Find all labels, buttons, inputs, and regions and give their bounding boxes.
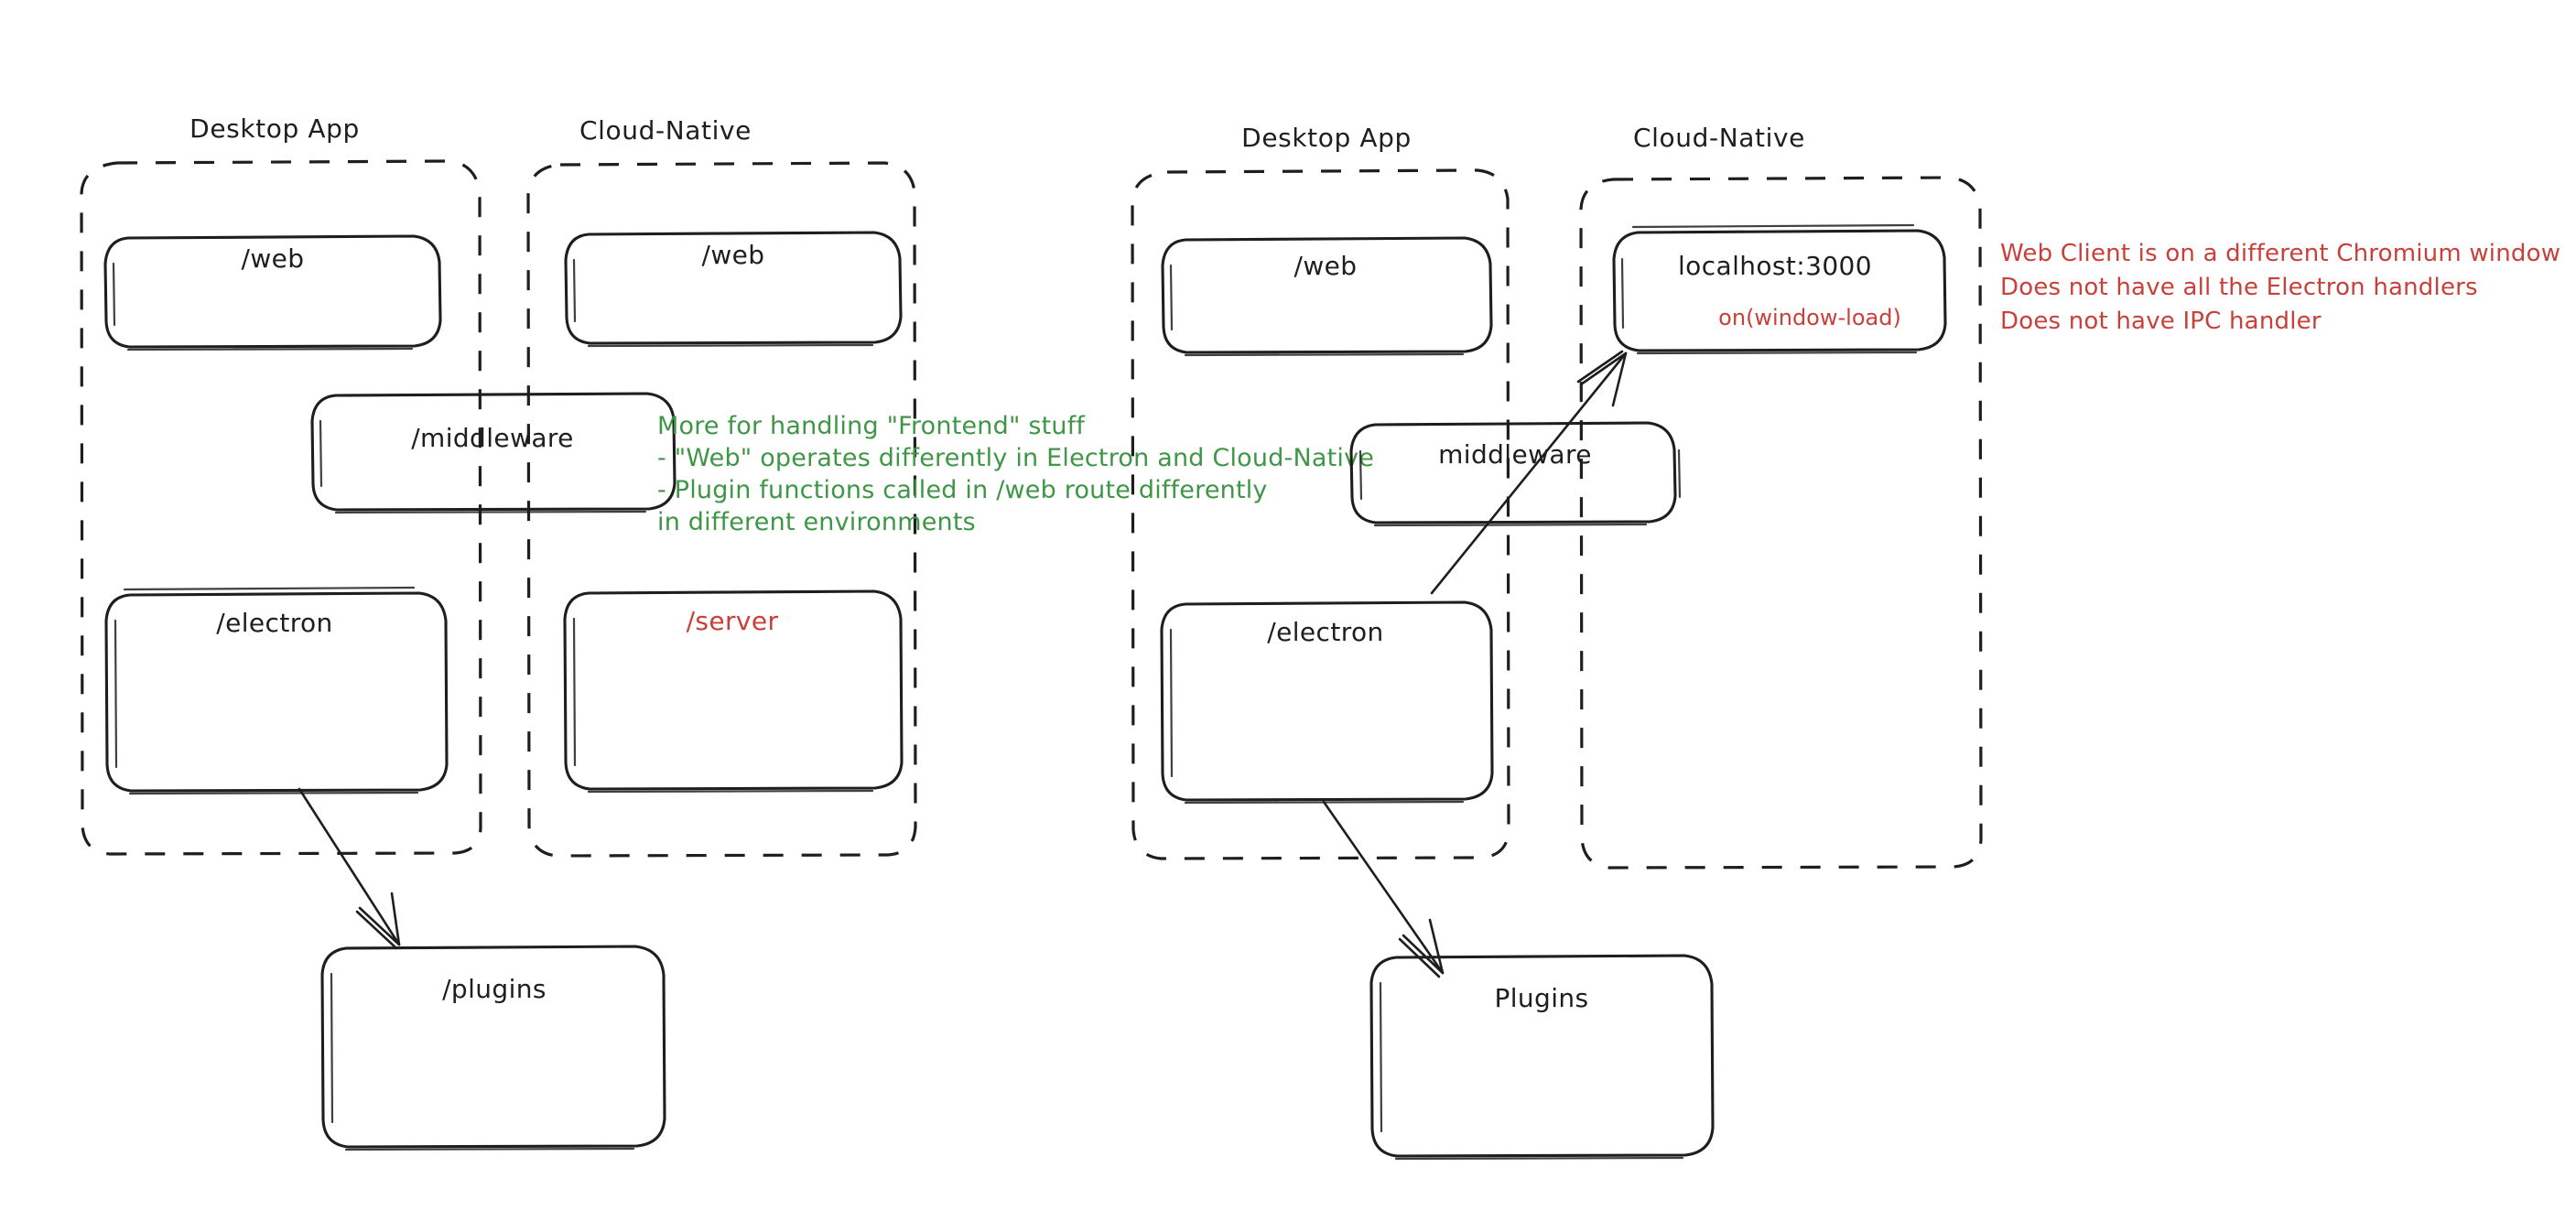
green-note-line-4: in different environments bbox=[657, 508, 976, 536]
group-label-right-cloud-native: Cloud-Native bbox=[1633, 123, 1805, 153]
red-note-line-3: Does not have IPC handler bbox=[2000, 308, 2322, 335]
node-left-web[interactable]: /web bbox=[103, 234, 442, 351]
node-left-plugins-label: /plugins bbox=[442, 974, 547, 1004]
node-right-localhost[interactable]: localhost:3000 on(window-load) bbox=[1612, 223, 1947, 355]
node-right-plugins[interactable]: Plugins bbox=[1369, 954, 1715, 1161]
green-note-line-1: More for handling "Frontend" stuff bbox=[657, 412, 1086, 440]
annotation-frontend-note: More for handling "Frontend" stuff - "We… bbox=[657, 412, 1374, 536]
node-left-middleware[interactable]: /middleware bbox=[310, 392, 676, 514]
node-left-server-label: /server bbox=[687, 606, 779, 636]
arrow-electron-to-localhost bbox=[1430, 350, 1628, 595]
red-note-line-2: Does not have all the Electron handlers bbox=[2000, 274, 2478, 301]
node-right-localhost-label: localhost:3000 bbox=[1678, 251, 1872, 281]
group-right-cloud-native bbox=[1579, 176, 1983, 870]
group-label-right-desktop-app: Desktop App bbox=[1241, 123, 1412, 153]
annotation-web-client-note: Web Client is on a different Chromium wi… bbox=[2000, 240, 2560, 335]
node-left-electron-label: /electron bbox=[216, 608, 332, 638]
group-left-desktop-app bbox=[80, 159, 482, 856]
group-left-cloud-native bbox=[526, 161, 917, 858]
node-left-cloud-web[interactable]: /web bbox=[564, 231, 903, 348]
green-note-line-3: - Plugin functions called in /web route … bbox=[657, 476, 1268, 504]
arrow-electron-to-plugins-right bbox=[1322, 800, 1445, 978]
node-right-localhost-sublabel: on(window-load) bbox=[1718, 305, 1901, 330]
group-label-left-cloud-native: Cloud-Native bbox=[579, 115, 752, 146]
node-left-server[interactable]: /server bbox=[563, 589, 904, 794]
node-right-plugins-label: Plugins bbox=[1494, 983, 1588, 1013]
node-right-web-label: /web bbox=[1294, 251, 1358, 281]
red-note-line-1: Web Client is on a different Chromium wi… bbox=[2000, 240, 2560, 267]
green-note-line-2: - "Web" operates differently in Electron… bbox=[657, 444, 1374, 472]
node-right-middleware-label: middleware bbox=[1438, 439, 1592, 470]
arrow-electron-to-plugins bbox=[298, 787, 401, 950]
node-left-middleware-label: /middleware bbox=[411, 423, 574, 453]
node-right-middleware[interactable]: middleware bbox=[1349, 421, 1682, 527]
node-left-plugins[interactable]: /plugins bbox=[320, 945, 666, 1151]
node-left-cloud-web-label: /web bbox=[702, 240, 765, 270]
group-label-left-desktop-app: Desktop App bbox=[189, 113, 360, 144]
node-right-electron[interactable]: /electron bbox=[1160, 600, 1494, 805]
node-right-web[interactable]: /web bbox=[1161, 236, 1493, 357]
node-left-web-label: /web bbox=[242, 243, 305, 274]
node-right-electron-label: /electron bbox=[1267, 617, 1383, 647]
node-left-electron[interactable]: /electron bbox=[104, 586, 449, 795]
